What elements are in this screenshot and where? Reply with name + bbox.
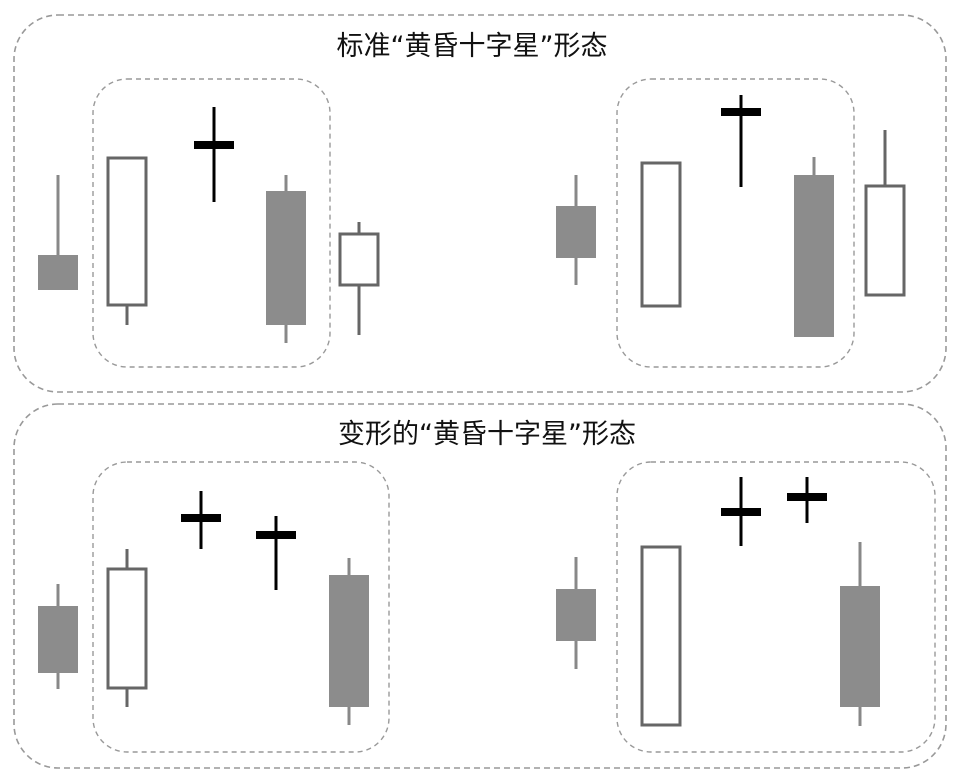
bear-body (38, 255, 78, 290)
variant-right-candle-2-bull (640, 545, 682, 727)
variant-left-candle-4-star (256, 516, 296, 590)
doji-body (721, 108, 761, 116)
example-variant-left (38, 491, 369, 725)
bull-body (864, 184, 906, 297)
variant-left-candle-5-bear (329, 558, 369, 725)
bull-body (640, 161, 682, 308)
variant-right-candle-1-bear (556, 557, 596, 669)
example-standard-left (38, 107, 380, 343)
standard-left-candle-2-bull (106, 156, 148, 325)
panel-variant-title: 变形的“黄昏十字星”形态 (338, 419, 636, 450)
group-variant-right-frame (616, 461, 936, 753)
standard-right-candle-3-star (721, 95, 761, 187)
variant-right-candle-4-star (787, 477, 827, 523)
doji-body (256, 531, 296, 539)
bull-body (106, 156, 148, 307)
example-standard-right (556, 95, 906, 337)
standard-left-candle-3-star (194, 107, 234, 202)
variant-right-candle-5-bear (840, 542, 880, 726)
group-variant-left-frame (92, 461, 390, 753)
standard-right-candle-4-bear (794, 157, 834, 337)
standard-left-candle-4-bear (266, 175, 306, 343)
standard-left-candle-5-bull (338, 222, 380, 335)
standard-right-candle-1-bear (556, 175, 596, 285)
variant-right-candle-3-star (721, 477, 761, 546)
example-variant-right (556, 477, 880, 727)
bear-body (38, 606, 78, 673)
variant-left-candle-1-bear (38, 584, 78, 689)
bear-body (329, 575, 369, 707)
variant-left-candle-2-bull (106, 549, 148, 707)
bear-body (840, 586, 880, 707)
bear-body (266, 191, 306, 325)
group-standard-left-frame (92, 78, 331, 368)
doji-body (194, 141, 234, 149)
doji-body (721, 508, 761, 516)
doji-body (181, 514, 221, 522)
panel-standard-frame (13, 14, 947, 393)
bull-body (640, 545, 682, 727)
panel-variant-frame (13, 403, 947, 769)
panel-standard-title: 标准“黄昏十字星”形态 (337, 31, 608, 62)
variant-left-candle-3-star (181, 491, 221, 549)
bear-body (794, 175, 834, 337)
bear-body (556, 206, 596, 258)
bear-body (556, 589, 596, 641)
bull-body (106, 567, 148, 690)
bull-body (338, 232, 380, 287)
standard-right-candle-2-bull (640, 161, 682, 308)
doji-body (787, 493, 827, 501)
group-standard-right-frame (616, 78, 855, 368)
standard-right-candle-5-bull (864, 130, 906, 297)
standard-left-candle-1-bear (38, 175, 78, 290)
